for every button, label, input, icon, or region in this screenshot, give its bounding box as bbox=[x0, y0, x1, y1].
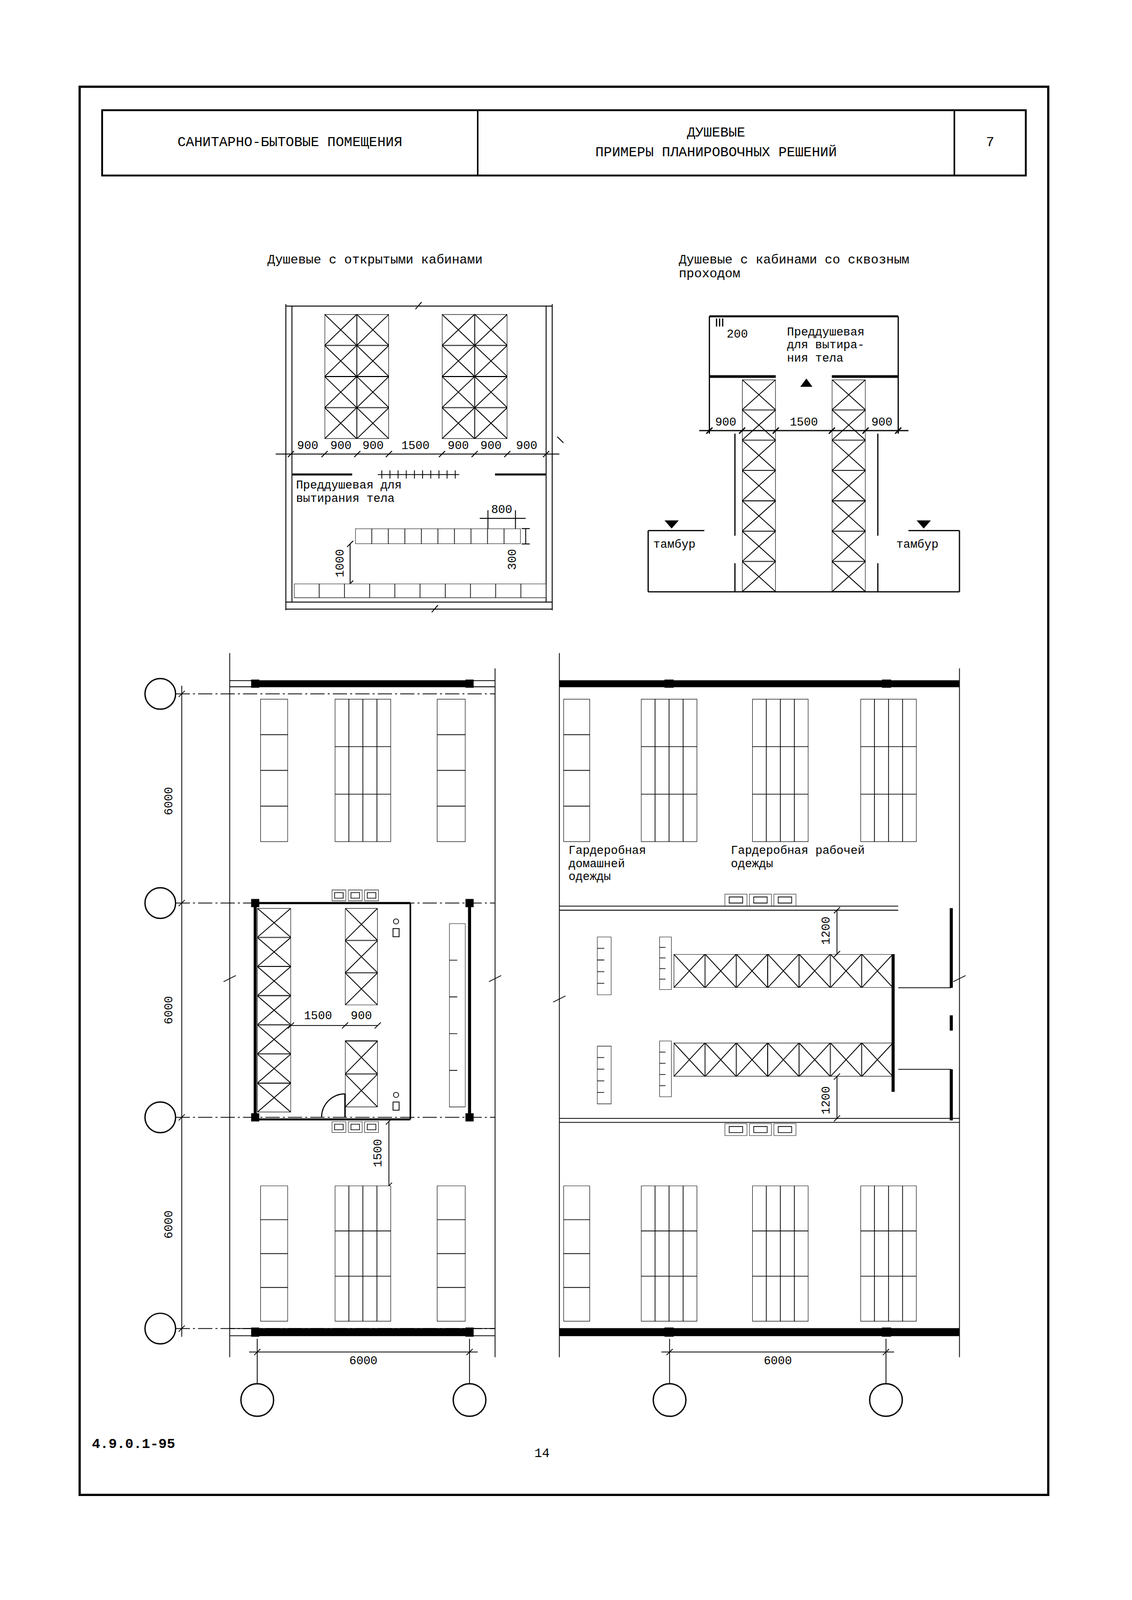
dimension-text: 1500 bbox=[304, 1010, 333, 1024]
dimension-text: 6000 bbox=[763, 1355, 793, 1369]
title-cell: ДУШЕВЫЕ ПРИМЕРЫ ПЛАНИРОВОЧНЫХ РЕШЕНИЙ bbox=[477, 110, 955, 176]
dimension-text: 1000 bbox=[334, 549, 348, 578]
document-code: 4.9.0.1-95 bbox=[91, 1437, 175, 1453]
dimension-text: 900 bbox=[871, 416, 893, 430]
title-cell: САНИТАРНО-БЫТОВЫЕ ПОМЕЩЕНИЯ bbox=[101, 110, 478, 176]
title-text: ПРИМЕРЫ ПЛАНИРОВОЧНЫХ РЕШЕНИЙ bbox=[595, 144, 837, 162]
page-number: 14 bbox=[534, 1447, 550, 1462]
title-text: ДУШЕВЫЕ bbox=[687, 124, 746, 142]
dimension-text: 6000 bbox=[163, 787, 177, 816]
plan-label: Душевые с открытыми кабинами bbox=[267, 253, 483, 268]
dimension-text: 900 bbox=[351, 1010, 373, 1024]
dimension-text: 1200 bbox=[820, 917, 834, 946]
plan-label: тамбур bbox=[653, 538, 696, 552]
dimension-text: 900 bbox=[297, 440, 319, 453]
plan-label: тамбур bbox=[896, 538, 939, 552]
dimension-text: 1500 bbox=[372, 1139, 386, 1168]
dimension-text: 900 bbox=[330, 440, 352, 453]
dimension-text: 900 bbox=[362, 440, 385, 453]
dimension-text: 800 bbox=[491, 504, 513, 517]
title-cell: 7 bbox=[954, 110, 1026, 176]
dimension-text: 6000 bbox=[349, 1355, 378, 1369]
dimension-text: 6000 bbox=[163, 1210, 177, 1240]
dimension-text: 300 bbox=[506, 548, 520, 571]
plan-label: 200 bbox=[726, 328, 748, 342]
dimension-text: 900 bbox=[715, 416, 737, 430]
plan-label: Гардеробная рабочей одежды bbox=[730, 844, 879, 871]
dimension-text: 900 bbox=[447, 440, 469, 453]
dimension-text: 1500 bbox=[401, 440, 430, 453]
plan-label: Преддушевая для вытирания тела bbox=[296, 479, 440, 506]
dimension-text: 1200 bbox=[820, 1086, 834, 1115]
title-text: САНИТАРНО-БЫТОВЫЕ ПОМЕЩЕНИЯ bbox=[177, 134, 403, 151]
title-text: 7 bbox=[985, 134, 995, 151]
dimension-text: 900 bbox=[480, 440, 502, 453]
dimension-text: 6000 bbox=[163, 996, 177, 1025]
plan-label: Преддушевая для вытира- ния тела bbox=[786, 326, 873, 366]
dimension-text: 1500 bbox=[789, 416, 818, 430]
dimension-text: 900 bbox=[516, 440, 538, 453]
plan-label: Душевые с кабинами со сквозным проходом bbox=[678, 253, 955, 282]
plan-label: Гардеробная домашней одежды bbox=[568, 844, 671, 884]
